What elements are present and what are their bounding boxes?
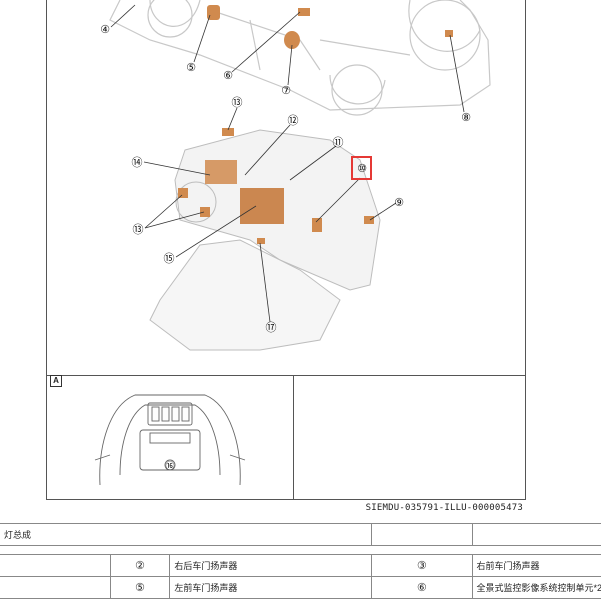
leader-lines — [110, 4, 465, 323]
legend-text: 右后车门扬声器 — [169, 554, 373, 577]
table-row — [0, 545, 601, 555]
callout-11: ⑪ — [333, 136, 344, 149]
part-17 — [257, 238, 265, 244]
callout-17: ⑰ — [266, 321, 277, 334]
part-10 — [312, 218, 322, 232]
table-row: 灯总成 — [0, 523, 601, 546]
speaker-6-part — [298, 8, 310, 16]
car-body-outline — [109, 0, 491, 116]
part-12a — [178, 188, 188, 198]
callout-6: ⑥ — [223, 69, 233, 82]
legend-spacer — [0, 545, 601, 555]
legend-text: 左前车门扬声器 — [169, 576, 373, 599]
legend-cell — [0, 554, 111, 577]
legend-number: ⑤ — [109, 576, 171, 599]
callout-4: ④ — [100, 23, 110, 36]
legend-cell — [371, 523, 473, 546]
legend-number: ③ — [371, 554, 473, 577]
figure-caption: SIEMDU-035791-ILLU-000005473 — [365, 503, 523, 513]
callout-13: ⑬ — [232, 96, 243, 109]
callout-14: ⑭ — [132, 156, 143, 169]
callout-5: ⑤ — [186, 61, 196, 74]
callout-12-top: ⑫ — [288, 114, 299, 127]
table-row: ⑤ 左前车门扬声器 ⑥ 全景式监控影像系统控制单元*2 — [0, 576, 601, 599]
part-12b — [200, 207, 210, 217]
part-8 — [445, 30, 453, 37]
part-15 — [240, 188, 284, 224]
inset-vertical-divider — [293, 375, 294, 500]
overhead-console-illustration: ⑯ — [94, 394, 246, 486]
inset-divider — [46, 375, 526, 376]
part-9 — [364, 216, 374, 224]
speaker-5-part — [207, 5, 220, 20]
legend-text: 右前车门扬声器 — [471, 554, 601, 577]
legend-number: ② — [109, 554, 171, 577]
inset-label-a: A — [50, 375, 62, 387]
callout-7: ⑦ — [281, 84, 291, 97]
callout-10: ⑩ — [357, 162, 367, 175]
vehicle-component-illustration: ④ ⑤ ⑥ ⑦ ⑧ ⑬ ⑫ ⑪ ⑭ ⑩ ⑨ ⑬ ⑮ ⑰ — [100, 0, 491, 351]
table-row: ② 右后车门扬声器 ③ 右前车门扬声器 — [0, 554, 601, 577]
parts-legend-table: 灯总成 ② 右后车门扬声器 ③ 右前车门扬声器 ⑤ 左前车门扬声器 ⑥ 全景式监… — [0, 523, 601, 599]
part-13 — [222, 128, 234, 136]
legend-number: ⑥ — [371, 576, 473, 599]
part-14 — [205, 160, 237, 184]
callout-16: ⑯ — [165, 461, 174, 472]
highlighted-callout-box — [351, 156, 372, 180]
legend-text: 全景式监控影像系统控制单元*2 — [471, 576, 601, 599]
legend-cell: 灯总成 — [0, 523, 373, 546]
legend-cell — [0, 576, 111, 599]
callout-8: ⑧ — [461, 111, 471, 124]
callout-12: ⑬ — [133, 223, 144, 236]
speaker-7-part — [284, 31, 300, 49]
callout-labels: ④ ⑤ ⑥ ⑦ ⑧ ⑬ ⑫ ⑪ ⑭ ⑩ ⑨ ⑬ ⑮ ⑰ — [100, 23, 471, 334]
legend-cell — [471, 523, 601, 546]
callout-9: ⑨ — [394, 196, 404, 209]
callout-15: ⑮ — [164, 252, 175, 265]
